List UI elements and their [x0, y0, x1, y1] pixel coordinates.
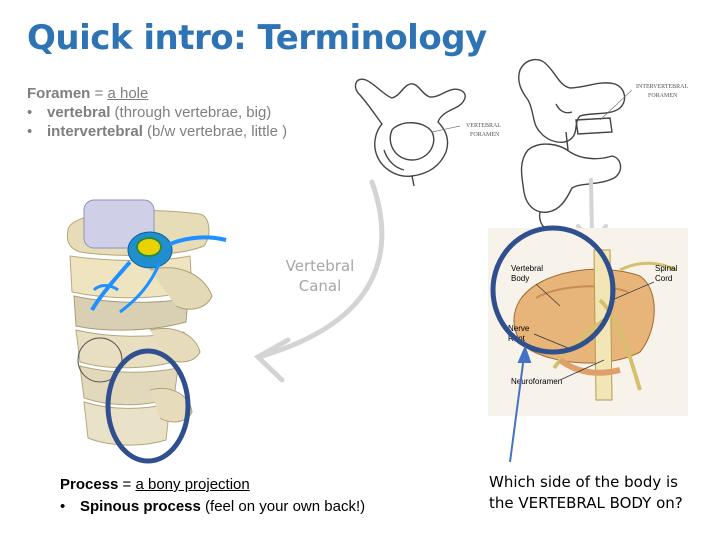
label-spinal-cord-line1: Spinal: [655, 264, 677, 273]
list-item: • vertebral (through vertebrae, big): [27, 103, 287, 122]
process-term: Process: [60, 476, 119, 493]
label-spinal-cord-line2: Cord: [655, 274, 672, 283]
question-arrow: [509, 345, 532, 463]
vertebral-detail: (through vertebrae, big): [110, 104, 272, 121]
vertebral-canal-arrow: [253, 179, 385, 383]
vertebra-top-view-drawing: [354, 78, 466, 187]
pointer-line: [599, 89, 633, 121]
process-line: Process = a bony projection: [60, 474, 365, 496]
foramen-meaning: a hole: [107, 85, 149, 102]
foramen-line: Foramen = a hole: [27, 84, 287, 103]
vertebral-canal-label: Vertebral Canal: [270, 256, 370, 296]
pointer-line: [533, 333, 569, 349]
foramen-term: Foramen: [27, 85, 91, 102]
equals-sign: =: [90, 85, 108, 102]
spinous-process-term: Spinous process: [80, 498, 201, 515]
slide-title: Quick intro: Terminology: [27, 18, 487, 58]
process-definition: Process = a bony projection • Spinous pro…: [60, 474, 365, 518]
pointer-line: [611, 281, 655, 301]
foramen-definition: Foramen = a hole • vertebral (through ver…: [27, 84, 287, 141]
process-meaning: a bony projection: [135, 476, 250, 493]
vertebral-term: vertebral: [47, 104, 111, 121]
canal-label-line1: Vertebral: [285, 257, 355, 275]
label-neuroforamen: Neuroforamen: [511, 377, 562, 386]
intervertebral-term: intervertebral: [47, 123, 143, 140]
label-intervertebral-foramen-line1: INTERVERTEBRAL: [636, 84, 688, 90]
label-vertebral-body-line2: Body: [511, 274, 529, 283]
canal-label-line2: Canal: [298, 277, 342, 295]
pointer-line: [559, 359, 605, 381]
list-item: • Spinous process (feel on your own back!…: [60, 496, 365, 518]
label-nerve-root-line1: Nerve: [508, 324, 530, 333]
pointer-line: [535, 283, 561, 307]
vertebral-body-illustration: [488, 228, 688, 416]
question-text: Which side of the body is the VERTEBRAL …: [489, 472, 683, 514]
intervertebral-detail: (b/w vertebrae, little ): [142, 123, 288, 140]
pointer-line: [431, 125, 461, 133]
label-vertebral-body-line1: Vertebral: [511, 264, 543, 273]
spinous-process-detail: (feel on your own back!): [200, 498, 366, 515]
question-line2: the VERTEBRAL BODY on?: [489, 494, 683, 512]
equals-sign: =: [118, 476, 136, 493]
bullet: •: [27, 123, 33, 140]
label-vertebral-foramen-line1: VERTEBRAL: [466, 123, 501, 129]
label-intervertebral-foramen-line2: FORAMEN: [648, 93, 678, 99]
label-vertebral-foramen-line2: FORAMEN: [470, 132, 500, 138]
list-item: • intervertebral (b/w vertebrae, little ): [27, 122, 287, 141]
spine-model-illustration: [66, 199, 227, 446]
vertebral-body-highlight-circle: [490, 225, 616, 355]
vertebrae-side-view-drawing: [518, 59, 626, 233]
bullet: •: [60, 498, 66, 515]
question-line1: Which side of the body is: [489, 473, 678, 491]
spinous-process-highlight-circle: [105, 348, 191, 464]
bullet: •: [27, 104, 33, 121]
